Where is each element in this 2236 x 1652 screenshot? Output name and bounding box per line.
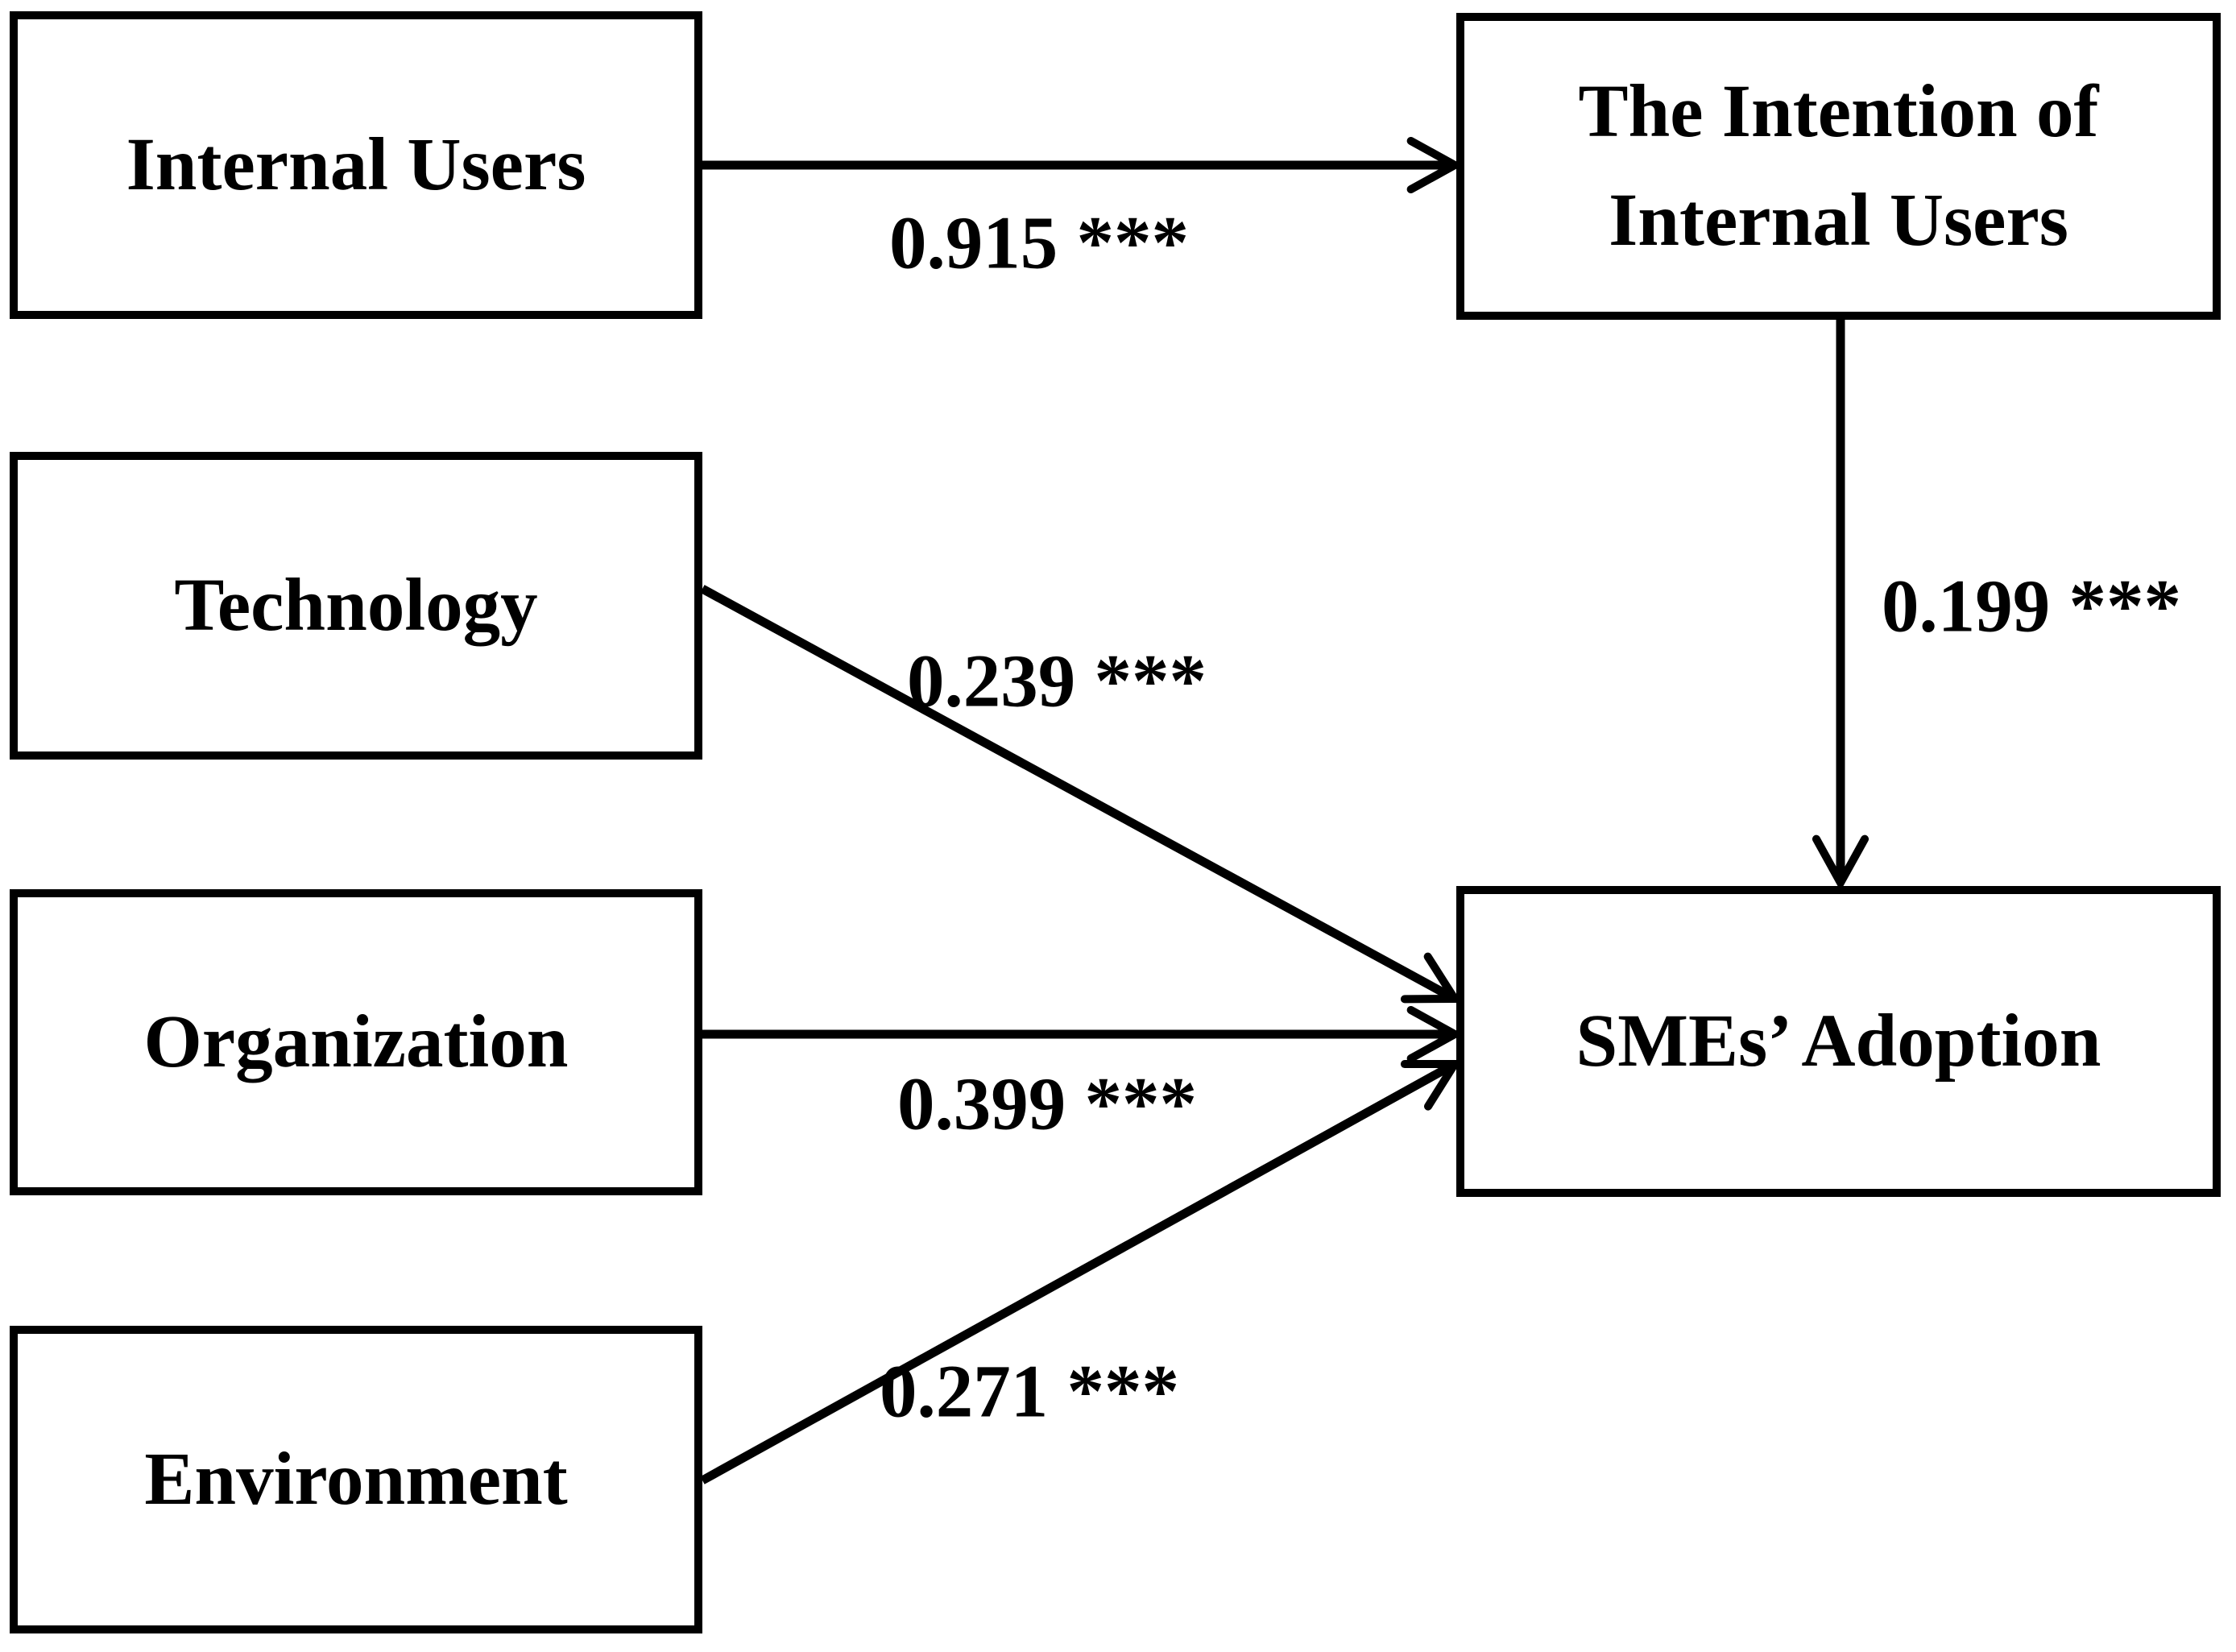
node-environment: Environment [10, 1326, 702, 1633]
node-organization: Organization [10, 889, 702, 1195]
path-coefficient-environment-smes: 0.271 *** [880, 1350, 1179, 1434]
node-smes-adoption: SMEs’ Adoption [1456, 886, 2221, 1197]
node-technology: Technology [10, 452, 702, 760]
node-smes-adoption-label: SMEs’ Adoption [1576, 999, 2101, 1083]
path-coefficient-technology-smes: 0.239 *** [907, 640, 1207, 723]
node-intention-of-internal-users-label: The Intention of Internal Users [1578, 69, 2099, 262]
arrow-technology-to-smes-adoption [700, 585, 1455, 999]
node-intention-of-internal-users: The Intention of Internal Users [1456, 13, 2221, 320]
path-coefficient-organization-smes: 0.399 *** [897, 1062, 1197, 1146]
path-coefficient-intention-smes: 0.199 *** [1882, 565, 2181, 648]
node-organization-label: Organization [143, 1000, 569, 1083]
path-coefficient-internal-users-intention: 0.915 *** [889, 201, 1189, 285]
node-environment-label: Environment [144, 1437, 568, 1521]
arrow-environment-to-smes-adoption [700, 1064, 1455, 1484]
node-internal-users: Internal Users [10, 11, 702, 319]
node-technology-label: Technology [174, 563, 538, 647]
node-internal-users-label: Internal Users [126, 122, 586, 206]
